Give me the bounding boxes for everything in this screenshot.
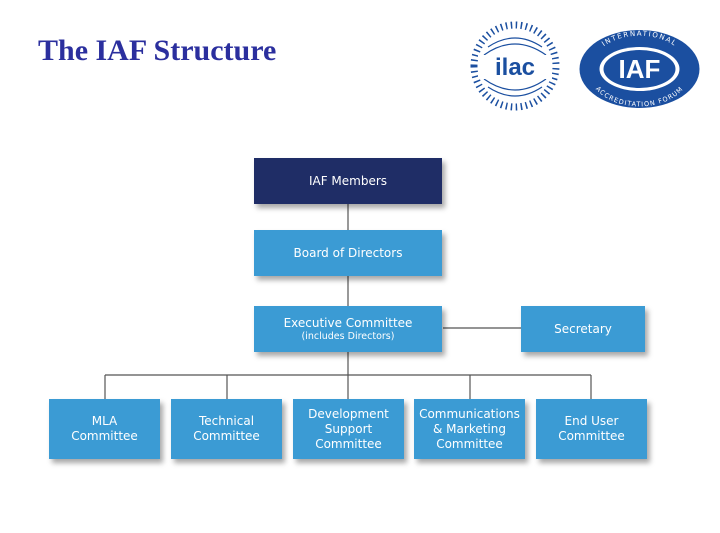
page-title: The IAF Structure <box>38 34 277 67</box>
svg-text:ilac: ilac <box>495 54 535 81</box>
committee-label-line: Committee <box>315 436 382 451</box>
development-support-committee-box: Development Support Committee <box>293 399 404 459</box>
committee-label-line: Support <box>324 421 373 436</box>
ilac-logo: ilac <box>470 21 560 111</box>
board-of-directors-box: Board of Directors <box>254 230 442 276</box>
board-of-directors-label: Board of Directors <box>293 245 403 260</box>
committee-label-line: Technical <box>198 414 255 428</box>
committee-label-line: Committee <box>193 429 260 443</box>
end-user-committee-box: End User Committee <box>536 399 647 459</box>
technical-committee-box: Technical Committee <box>171 399 282 459</box>
mla-committee-box: MLA Committee <box>49 399 160 459</box>
committee-label-line: Committee <box>558 429 625 443</box>
secretary-label: Secretary <box>554 321 612 336</box>
iaf-logo: INTERNATIONAL ACCREDITATION FORUM IAF <box>579 30 700 108</box>
committee-label-line: Committee <box>71 429 138 443</box>
executive-committee-box: Executive Committee (includes Directors) <box>254 306 442 352</box>
committee-label-line: & Marketing <box>433 421 506 436</box>
committee-label-line: MLA <box>91 414 118 428</box>
executive-committee-label: Executive Committee <box>283 315 413 330</box>
iaf-members-box: IAF Members <box>254 158 442 204</box>
svg-text:IAF: IAF <box>619 54 661 84</box>
communications-marketing-committee-box: Communications & Marketing Committee <box>414 399 525 459</box>
iaf-members-label: IAF Members <box>308 173 388 188</box>
committee-label-line: Development <box>308 406 389 421</box>
committee-label-line: Committee <box>436 436 503 451</box>
committee-label-line: End User <box>564 414 619 428</box>
committee-label-line: Communications <box>419 406 520 421</box>
executive-committee-note: (includes Directors) <box>301 330 395 342</box>
secretary-box: Secretary <box>521 306 645 352</box>
